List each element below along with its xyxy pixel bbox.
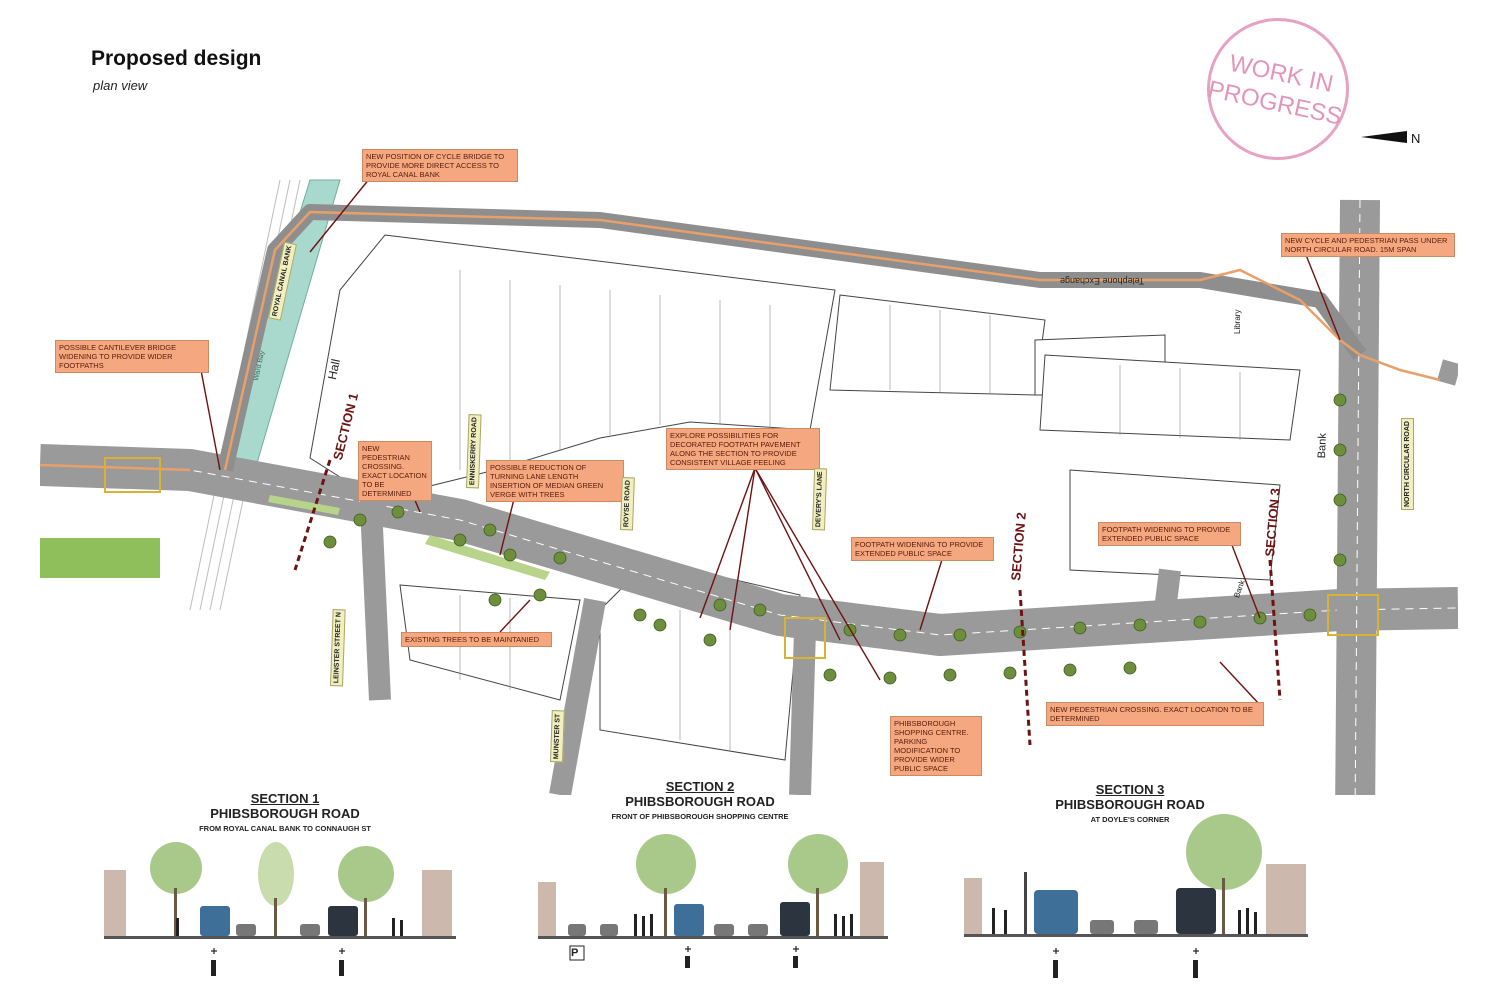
north-label: N xyxy=(1411,131,1421,146)
road-label-royse-road: ROYSE ROAD xyxy=(620,476,635,531)
section-3-road: PHIBSBOROUGH ROAD xyxy=(1055,797,1205,812)
section-marker-lines xyxy=(293,459,1282,746)
building-label-library: Library xyxy=(1233,309,1242,334)
section-1-desc: FROM ROYAL CANAL BANK TO CONNAUGH ST xyxy=(199,824,371,833)
annotation-existing-trees: EXISTING TREES TO BE MAINTANIED xyxy=(401,632,552,647)
cycle-route xyxy=(223,210,1441,471)
annotation-cantilever-bridge: POSSIBLE CANTILEVER BRIDGE WIDENING TO P… xyxy=(55,340,209,373)
box-junction-doyles xyxy=(1327,594,1379,636)
road-label-deverys-lane: DEVERY'S LANE xyxy=(812,468,828,531)
road-label-enniskerry-road: ENNISKERRY ROAD xyxy=(466,413,482,489)
green-field xyxy=(40,538,160,578)
road-label-munster-st: MUNSTER ST xyxy=(550,710,565,763)
annotation-pedestrian-crossing-1: NEW PEDESTRIAN CROSSING. EXACT LOCATION … xyxy=(358,441,432,501)
section-1-illustration xyxy=(104,842,456,976)
section-2-desc: FRONT OF PHIBSBOROUGH SHOPPING CENTRE xyxy=(611,812,789,821)
road-label-north-circular-road: NORTH CIRCULAR ROAD xyxy=(1401,418,1414,510)
section-1-road: PHIBSBOROUGH ROAD xyxy=(210,806,360,821)
page-subtitle: plan view xyxy=(93,78,148,93)
annotation-turning-lane: POSSIBLE REDUCTION OF TURNING LANE LENGT… xyxy=(486,460,624,502)
section-3-illustration xyxy=(964,814,1308,978)
annotation-shopping-centre: PHIBSBOROUGH SHOPPING CENTRE. PARKING MO… xyxy=(890,716,982,776)
annotation-decorated-footpath: EXPLORE POSSIBILITIES FOR DECORATED FOOT… xyxy=(666,428,820,470)
annotation-cycle-pass: NEW CYCLE AND PEDESTRIAN PASS UNDER NORT… xyxy=(1281,233,1455,257)
section-3-heading: SECTION 3 PHIBSBOROUGH ROAD AT DOYLE'S C… xyxy=(995,782,1265,824)
median-green-verge xyxy=(425,535,550,580)
road-label-leinster-street: LEINSTER STREET N xyxy=(330,608,346,687)
north-arrow-icon xyxy=(1361,131,1407,143)
parking-sign: P xyxy=(571,947,579,959)
section-2-title: SECTION 2 xyxy=(665,779,735,794)
section-1-title: SECTION 1 xyxy=(250,791,320,806)
plan-view-map xyxy=(40,177,1458,795)
section-1-heading: SECTION 1 PHIBSBOROUGH ROAD FROM ROYAL C… xyxy=(150,791,420,833)
section-3-title: SECTION 3 xyxy=(1095,782,1165,797)
leader-lines xyxy=(199,177,1341,706)
annotation-cycle-bridge: NEW POSITION OF CYCLE BRIDGE TO PROVIDE … xyxy=(362,149,518,182)
box-junction-canal xyxy=(104,457,161,493)
annotation-footpath-widening-2: FOOTPATH WIDENING TO PROVIDE EXTENDED PU… xyxy=(1098,522,1241,546)
section-3-desc: AT DOYLE'S CORNER xyxy=(1090,815,1170,824)
page-title: Proposed design xyxy=(91,47,262,70)
annotation-footpath-widening-1: FOOTPATH WIDENING TO PROVIDE EXTENDED PU… xyxy=(851,537,994,561)
section-2-heading: SECTION 2 PHIBSBOROUGH ROAD FRONT OF PHI… xyxy=(565,779,835,821)
building-label-telephone-exchange: Telephone Exchange xyxy=(1060,276,1145,286)
section-2-illustration xyxy=(538,834,888,968)
building-label-bank-1: Bank xyxy=(1316,432,1329,459)
box-junction-centre xyxy=(784,617,826,659)
annotation-pedestrian-crossing-2: NEW PEDESTRIAN CROSSING. EXACT LOCATION … xyxy=(1046,702,1264,726)
section-2-road: PHIBSBOROUGH ROAD xyxy=(625,794,775,809)
street-trees xyxy=(323,393,1347,685)
